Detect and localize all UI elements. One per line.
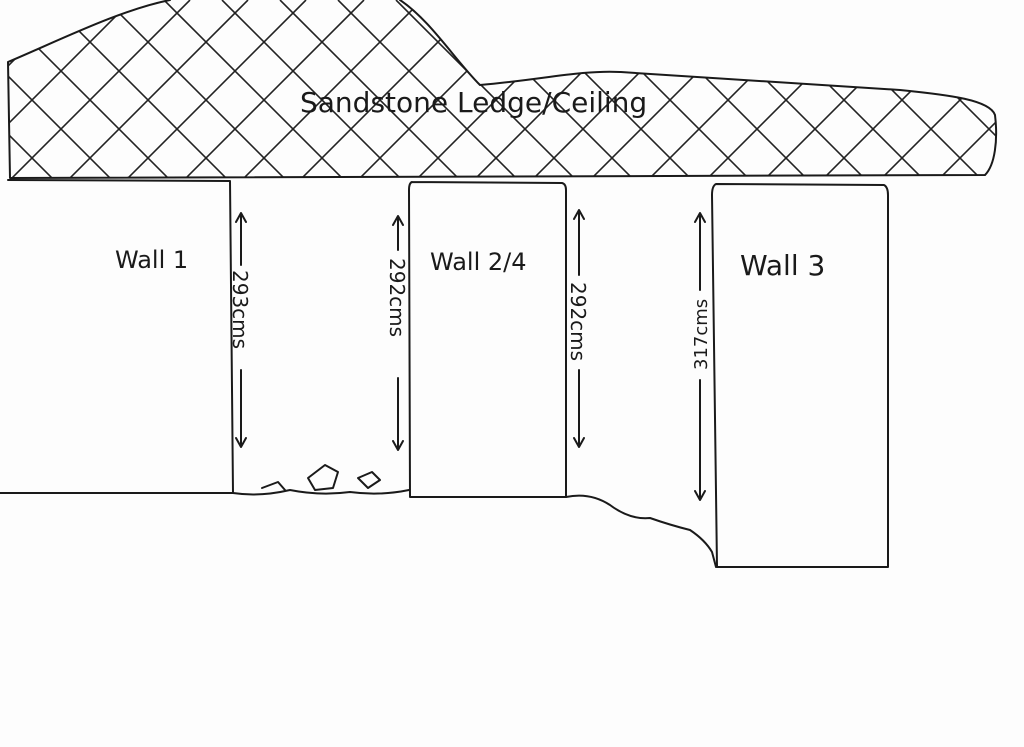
measurement-1: 293cms — [228, 212, 252, 448]
measurement-1-label: 293cms — [228, 270, 252, 349]
hatch-line — [8, 0, 191, 178]
ceiling-outline — [7, 0, 998, 179]
wall-1-label: Wall 1 — [115, 246, 188, 274]
hatch-line — [221, 0, 423, 178]
hatch-line — [105, 0, 307, 178]
hatch-line — [8, 0, 75, 178]
hatch-line — [47, 0, 249, 178]
hatch-line — [8, 0, 75, 178]
measurement-3-label: 292cms — [566, 282, 590, 361]
measurement-4: 317cms — [691, 212, 712, 501]
wall-2-4-label: Wall 2/4 — [430, 248, 527, 276]
measurement-2-label: 292cms — [385, 258, 409, 337]
wall-3: Wall 3 — [711, 183, 889, 568]
wall-1: Wall 1 — [7, 179, 234, 494]
wall-3-label: Wall 3 — [740, 249, 825, 282]
hatch-line — [163, 0, 365, 178]
ceiling-label: Sandstone Ledge/Ceiling — [300, 86, 647, 119]
sandstone-ceiling: Sandstone Ledge/Ceiling — [7, 0, 998, 179]
measurement-2: 292cms — [385, 215, 409, 451]
hatch-line — [975, 0, 997, 178]
crosshatch-pattern — [8, 0, 997, 178]
wall-2-4: Wall 2/4 — [408, 181, 567, 498]
ground-line — [0, 464, 717, 568]
hatch-line — [8, 0, 133, 178]
hatch-line — [975, 0, 997, 178]
measurement-3: 292cms — [566, 209, 590, 448]
hatch-line — [8, 0, 191, 178]
hatch-line — [859, 0, 997, 178]
measurement-4-label: 317cms — [691, 299, 712, 370]
hatch-line — [917, 0, 997, 178]
hatch-line — [859, 0, 997, 178]
